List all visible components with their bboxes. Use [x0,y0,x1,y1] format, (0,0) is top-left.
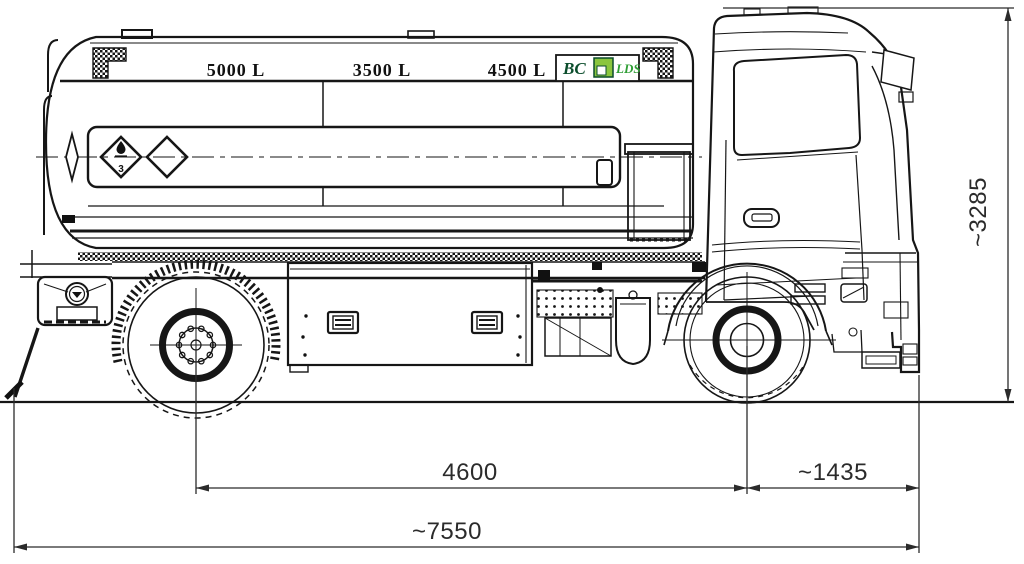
dimension-overall-length: ~7550 [14,518,919,551]
hose-cabinet-frame [624,143,694,242]
dimension-text-front-section: ~1435 [798,459,868,486]
logo-square-inner [596,65,607,76]
dimension-text-height: ~3285 [965,177,992,247]
front-chassis-detail [536,262,706,366]
tank-piping [43,39,75,235]
fuel-cap [628,290,638,300]
cab-door [711,139,865,301]
roof-antenna [743,8,761,16]
roof-marker-lamp [787,6,819,14]
front-fender-arch [667,262,827,332]
pipe-fitting [62,215,75,223]
compartment-3-volume: 4500 L [488,60,547,80]
side-window [732,53,862,157]
tread-plate-right [657,292,703,315]
emblem-arrow-icon [72,292,82,298]
cabinet-foot [289,364,309,373]
tread-plate-left [536,289,614,318]
dimension-text-wheelbase: 4600 [442,459,497,486]
dimension-annotations: ~3285 4600 ~1435 ~7550 [13,7,1014,553]
door-handle [743,208,780,228]
side-mirror [871,49,915,103]
fuel-tank [615,297,651,366]
antislip-pad-right [642,47,674,79]
front-face-details [840,252,918,369]
company-logo: BC LDS [555,54,641,82]
placard-class-number: 3 [118,164,124,175]
rear-equipment [4,275,114,400]
cabinet-rivets [301,314,522,357]
cab-step-lower [790,295,826,305]
arrowhead-left [14,543,27,551]
logo-text-right: LDS [615,61,641,76]
bumper-step-2 [902,356,918,366]
flame-icon [116,141,126,154]
cab-outline [704,11,921,374]
license-plate-holder [56,306,98,321]
rear-cabinet [36,275,114,327]
manhole-cover [121,29,153,39]
arrowhead-right [734,484,747,492]
equipment-cabinet [286,261,534,373]
dimension-text-overall-length: ~7550 [412,518,482,545]
fog-lamp [883,301,909,319]
walkway-hatch-strip [78,252,702,261]
headlight [840,283,868,303]
dimension-front-section: ~1435 [747,459,919,492]
compartment-2-volume: 3500 L [353,60,412,80]
dimension-overall-height: ~3285 [965,8,1012,402]
grille-vent [841,267,869,279]
logo-text-left: BC [562,59,586,78]
tank-lower-lines [70,205,693,239]
chassis-frame [20,250,705,283]
tank-assembly: 5000 L 3500 L 4500 L BC LDS 3 [36,29,702,250]
windshield-edge [871,65,900,241]
arrowhead-left [196,484,209,492]
arrowhead-up [1004,8,1012,21]
emblem-circle [65,282,89,306]
quarter-panel [831,329,863,353]
arrowhead-right [906,543,919,551]
lower-step-box [861,351,901,369]
compartment-dividers [322,82,564,206]
cab-step-upper [794,283,826,293]
cabinet-handle-left [326,310,360,335]
wheel-bolts [175,325,217,365]
arrowhead-down [1004,389,1012,402]
cabinet-handle-right [470,310,504,335]
rear-fender-hatch [111,259,281,363]
tank-body-outline [44,35,695,250]
compartment-1-volume: 5000 L [207,60,266,80]
vent-cap [407,30,435,39]
bumper-step-1 [902,343,918,355]
arrowhead-left [747,484,760,492]
cab [663,6,921,374]
battery-box [544,317,612,357]
endcap-marker [65,130,79,184]
antislip-pad-left [92,47,127,79]
tank-access-door [596,159,613,186]
tow-hook [848,327,858,337]
arrowhead-right [906,484,919,492]
dimension-wheelbase: 4600 [196,459,747,492]
